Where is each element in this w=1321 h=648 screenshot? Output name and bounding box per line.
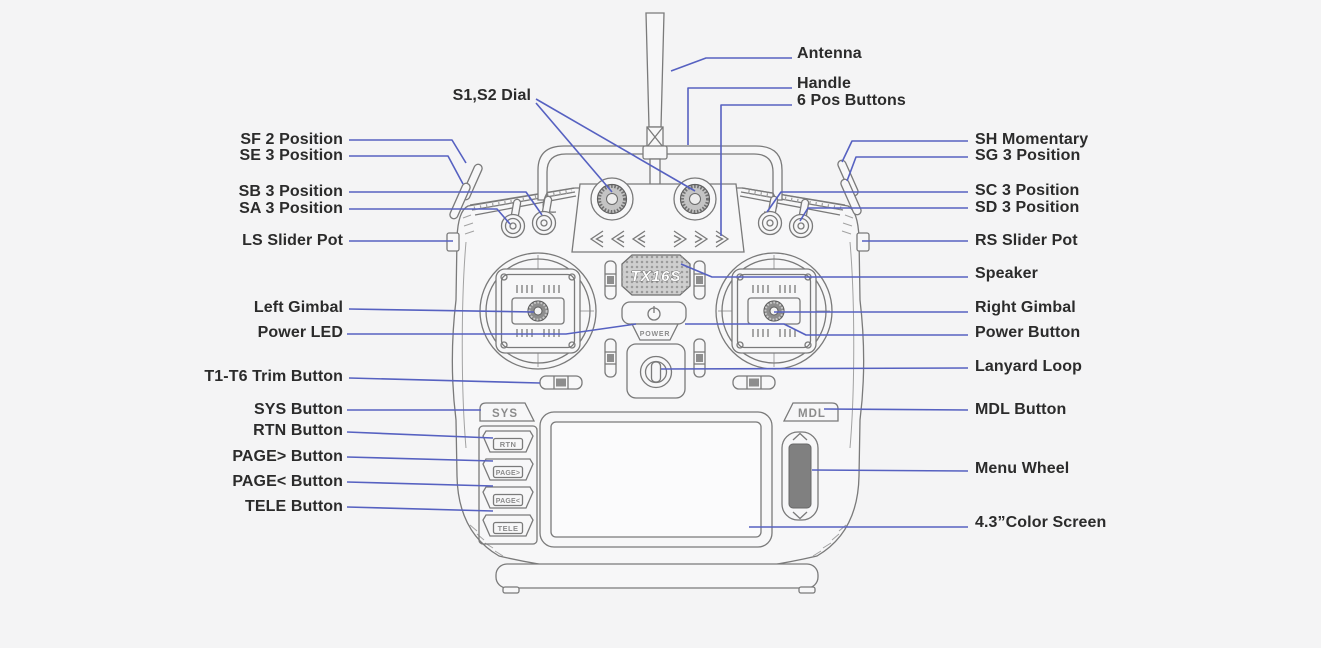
color-screen [539, 411, 773, 548]
trim-t6 [693, 260, 706, 300]
callout-lines [346, 57, 969, 528]
s1-dial [590, 177, 634, 221]
power-label: POWER [640, 331, 670, 338]
callout-label-ls-slider-pot: LS Slider Pot [242, 232, 343, 249]
callout-label-se-3-position: SE 3 Position [239, 147, 343, 164]
page-prev-label: PAGE< [496, 498, 520, 505]
callout-line-rtn [346, 431, 494, 439]
callout-label-handle: Handle [797, 75, 851, 92]
trim-right-horizontal [732, 375, 776, 390]
callout-line-menu-wheel [811, 469, 969, 472]
page-prev-button: PAGE< [482, 486, 534, 509]
antenna [642, 12, 668, 187]
callout-line-speaker [680, 263, 968, 278]
callout-label-trim-buttons: T1-T6 Trim Button [204, 368, 343, 385]
rtn-label: RTN [500, 440, 517, 449]
callout-label-sh-momentary: SH Momentary [975, 131, 1089, 148]
callout-line-sb [349, 191, 543, 216]
trim-t5 [604, 260, 617, 300]
callout-line-antenna [670, 57, 792, 72]
callout-line-se [349, 155, 464, 185]
callout-line-trim [348, 377, 541, 384]
callout-line-power-button [685, 323, 968, 336]
trim-left-vertical [604, 338, 617, 378]
callout-line-mdl [823, 408, 969, 411]
mdl-label: MDL [798, 408, 826, 420]
callout-label-color-screen: 4.3”Color Screen [975, 514, 1107, 531]
callout-line-s1-dial [535, 102, 613, 193]
callout-label-speaker: Speaker [975, 265, 1038, 282]
callout-label-page-next-button: PAGE> Button [232, 448, 343, 465]
tele-label: TELE [498, 524, 519, 533]
menu-wheel [781, 431, 819, 521]
callout-label-mdl-button: MDL Button [975, 401, 1067, 418]
callout-label-menu-wheel: Menu Wheel [975, 460, 1070, 477]
bottom-bar [495, 563, 819, 594]
callout-line-s2-dial [535, 98, 696, 192]
callout-line-page-next [346, 456, 494, 462]
callout-label-rs-slider-pot: RS Slider Pot [975, 232, 1078, 249]
trim-right-vertical [693, 338, 706, 378]
callout-label-s1-s2-dial: S1,S2 Dial [452, 87, 531, 104]
callout-line-sh [841, 140, 968, 163]
callout-label-antenna: Antenna [797, 45, 862, 62]
rs-slider [856, 232, 870, 252]
callout-label-left-gimbal: Left Gimbal [253, 299, 343, 316]
callout-label-right-gimbal: Right Gimbal [975, 299, 1076, 316]
callout-line-sf [349, 139, 467, 164]
callout-label-lanyard-loop: Lanyard Loop [975, 358, 1082, 375]
power-led: POWER [630, 323, 680, 341]
callout-line-power-led [347, 323, 637, 335]
callout-line-tele [346, 506, 494, 512]
callout-line-sc [766, 191, 968, 213]
callout-label-sa-3-position: SA 3 Position [239, 200, 343, 217]
callout-label-sb-3-position: SB 3 Position [238, 183, 343, 200]
page-next-button: PAGE> [482, 458, 534, 481]
callout-label-power-button: Power Button [975, 324, 1081, 341]
tele-button: TELE [482, 514, 534, 537]
callout-label-sf-2-position: SF 2 Position [240, 131, 343, 148]
callout-line-page-prev [346, 481, 494, 487]
model-label: TX16S [631, 268, 682, 285]
ls-slider [446, 232, 460, 252]
callout-label-sd-3-position: SD 3 Position [975, 199, 1080, 216]
callout-label-six-pos-buttons: 6 Pos Buttons [797, 92, 906, 109]
callout-label-sys-button: SYS Button [254, 401, 343, 418]
sys-button: SYS [479, 402, 536, 422]
dial-panel [571, 177, 745, 253]
callout-label-sc-3-position: SC 3 Position [975, 182, 1080, 199]
lanyard-loop [626, 343, 686, 399]
callout-label-sg-3-position: SG 3 Position [975, 147, 1081, 164]
right-gimbal [715, 252, 833, 370]
page-next-label: PAGE> [496, 470, 520, 477]
radio-transmitter: TX16S POWER SYS [446, 12, 870, 594]
callout-line-six-pos [720, 104, 792, 236]
callout-label-page-prev-button: PAGE< Button [232, 473, 343, 490]
trim-left-horizontal [539, 375, 583, 390]
callout-line-sg [846, 156, 968, 182]
callout-line-handle [687, 87, 792, 145]
s2-dial [673, 177, 717, 221]
callout-line-sd [799, 207, 968, 222]
callout-label-rtn-button: RTN Button [253, 422, 343, 439]
callout-line-sa [349, 208, 511, 225]
callout-line-lanyard [660, 367, 969, 370]
callout-label-power-led: Power LED [257, 324, 343, 341]
power-button [621, 301, 687, 325]
sys-label: SYS [492, 408, 518, 420]
rtn-button: RTN [482, 430, 534, 453]
mdl-button: MDL [782, 402, 839, 422]
speaker-grille: TX16S [621, 254, 691, 296]
callout-line-left-gimbal [348, 308, 535, 313]
callout-label-tele-button: TELE Button [245, 498, 343, 515]
